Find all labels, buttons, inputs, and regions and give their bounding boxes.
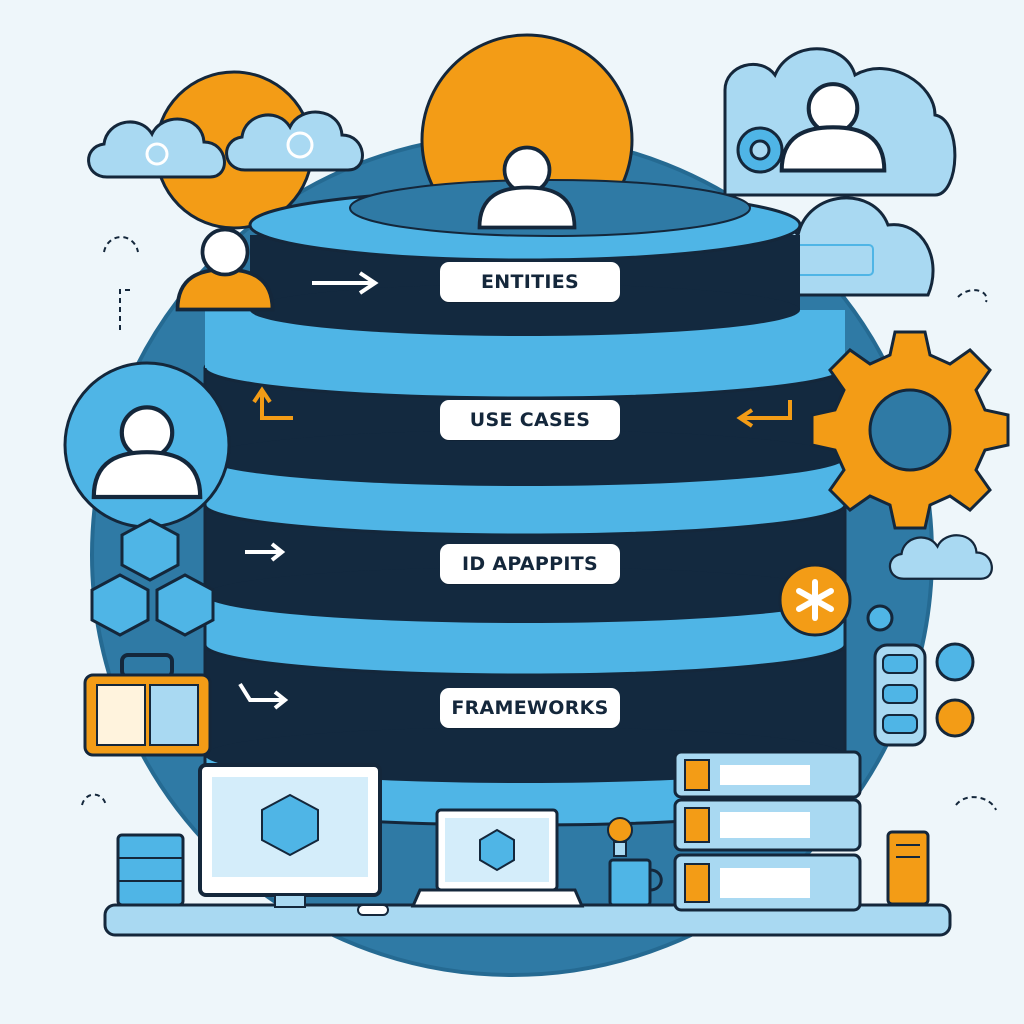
layer-label-id-apappits: ID APAPPITS xyxy=(440,544,620,584)
cloud-icon xyxy=(87,117,226,179)
server-icon xyxy=(886,830,930,906)
briefcase-icon xyxy=(83,653,212,757)
arrow-icon xyxy=(252,386,792,428)
server-stack-icon xyxy=(673,750,862,912)
layer-label-frameworks: FRAMEWORKS xyxy=(440,688,620,728)
server-icon xyxy=(116,833,185,907)
asterisk-icon xyxy=(778,563,852,637)
cloud-icon xyxy=(225,110,364,172)
gear-icon xyxy=(810,330,1010,530)
mug-icon xyxy=(608,858,663,907)
laptop-icon xyxy=(410,808,585,908)
layer-label-entities: ENTITIES xyxy=(440,262,620,302)
arrow-icon xyxy=(238,542,289,710)
monitor-icon xyxy=(198,763,389,916)
connector-lines xyxy=(81,236,997,811)
cube-icon xyxy=(90,518,215,637)
server-icon xyxy=(873,643,927,747)
gear-icon xyxy=(866,604,975,738)
layer-label-use-cases: USE CASES xyxy=(440,400,620,440)
arrow-icon xyxy=(312,271,379,295)
user-icon xyxy=(175,227,275,312)
lightbulb-icon xyxy=(607,817,633,857)
gear-icon xyxy=(736,126,784,174)
